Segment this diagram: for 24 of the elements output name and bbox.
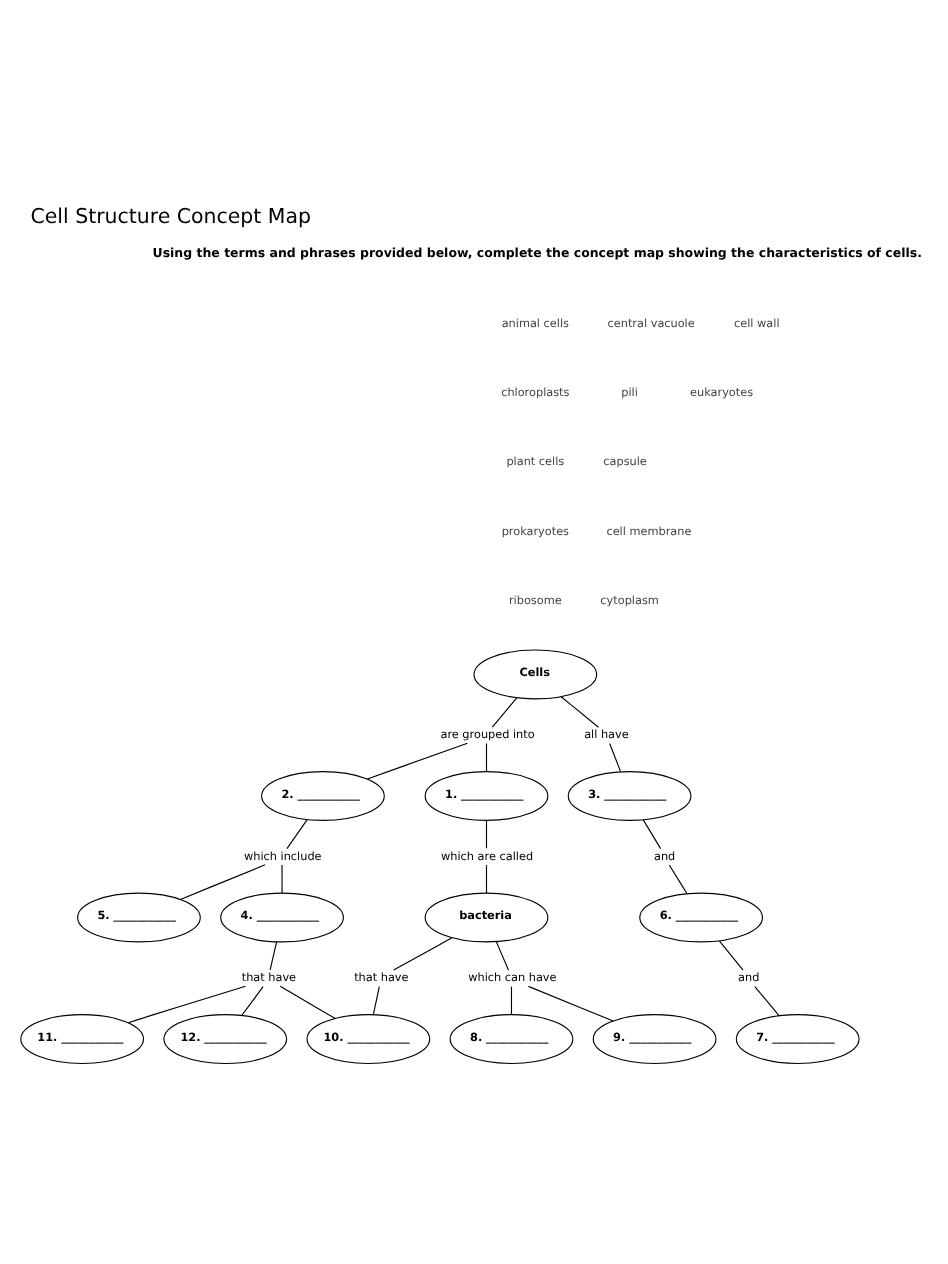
connector [372,985,380,1015]
connector [510,985,513,1015]
connector [485,741,488,771]
connector [286,818,308,849]
connector [485,863,488,893]
connector [609,741,622,771]
connector [491,696,518,727]
connector [754,985,780,1016]
connector [718,939,744,970]
connector [279,984,336,1019]
connector [281,863,283,893]
connector [366,741,468,779]
connector [642,818,662,849]
connector [179,863,266,899]
connector [495,940,510,970]
connector [527,984,614,1021]
diagram-title: Cell Structure Concept Map [30,206,311,229]
connector [241,985,264,1016]
connector [560,695,600,727]
connector [127,984,247,1023]
connector [668,863,688,894]
connector [485,819,488,848]
connector [393,936,453,970]
connector [269,940,278,970]
